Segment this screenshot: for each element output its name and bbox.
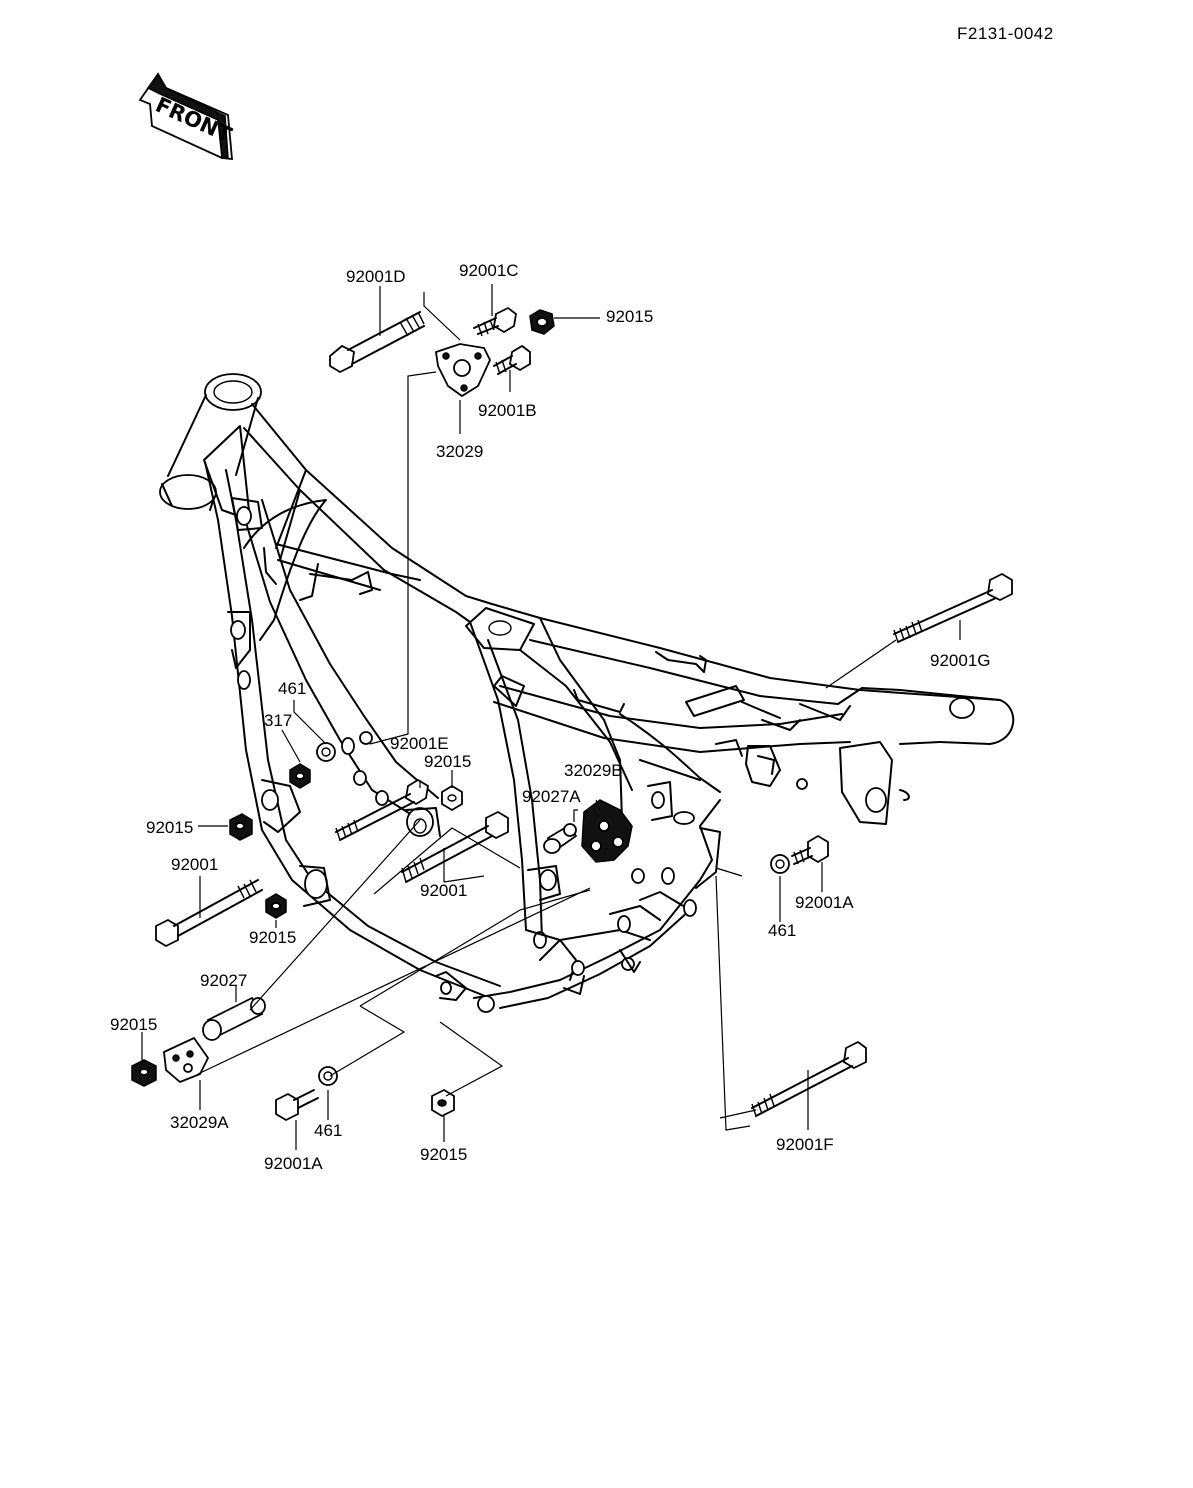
bolt-92001f [751,1040,867,1117]
label-92001d: 92001D [346,267,406,286]
label-317: 317 [264,711,292,730]
label-92001e: 92001E [390,734,449,753]
label-32029a: 32029A [170,1113,229,1132]
label-461-upper: 461 [278,679,306,698]
label-92015-bottom: 92015 [420,1145,467,1164]
nut-92015-top [529,309,555,335]
front-arrow-icon: FRONT [138,72,236,161]
bolt-92001e [335,778,429,841]
bracket-32029b [581,799,633,863]
washer-461-bottom [318,1066,338,1086]
nut-317 [289,763,311,789]
label-461-right: 461 [768,921,796,940]
label-92015-under: 92015 [249,928,296,947]
nut-92015-bottom [431,1088,455,1118]
label-92001-center: 92001 [420,881,467,900]
label-92015-top: 92015 [606,307,653,326]
bolt-92001-center [401,810,509,883]
bolt-92001a-bottom [275,1089,319,1122]
washer-461-right [770,854,790,874]
label-32029: 32029 [436,442,483,461]
nut-92015-left [229,813,253,841]
label-92001b: 92001B [478,401,537,420]
bolt-92001d [329,311,425,374]
plate-32029a [163,1036,210,1084]
spacer-upper [341,731,389,806]
nut-92015-under [265,893,287,919]
nut-92015-lowleft [131,1059,157,1087]
label-461-bottom: 461 [314,1121,342,1140]
document-reference: F2131-0042 [957,24,1054,43]
spacer-92027 [202,996,266,1041]
bolt-92001g [893,572,1013,643]
bolt-92001-left [155,879,263,948]
leader-lines [141,284,961,1150]
label-92001-left: 92001 [171,855,218,874]
label-92001a-right: 92001A [795,893,854,912]
bolt-92001b [493,344,531,375]
washer-461-upper [316,742,336,762]
label-92015-left: 92015 [146,818,193,837]
bolt-92001c [473,306,517,337]
part-labels: 92001D 92001C 92015 92001B 32029 92001G … [110,261,991,1173]
motorcycle-frame-icon [159,373,1015,1013]
label-92027: 92027 [200,971,247,990]
nut-92015-mid [441,784,463,812]
label-92001c: 92001C [459,261,519,280]
label-92015-mid: 92015 [424,752,471,771]
label-92015-lowleft: 92015 [110,1015,157,1034]
label-92001a-bottom: 92001A [264,1154,323,1173]
label-92001f: 92001F [776,1135,834,1154]
label-92001g: 92001G [930,651,991,670]
bolt-92001a-right [791,834,829,865]
plate-32029 [435,343,491,398]
label-32029b: 32029B [564,761,623,780]
spacer-92027a [543,823,578,854]
label-92027a: 92027A [522,787,581,806]
